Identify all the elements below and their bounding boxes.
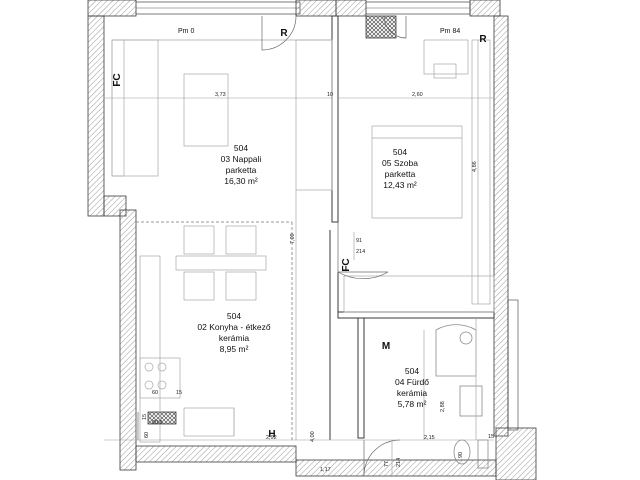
room-nappali-floor: parketta (226, 165, 257, 175)
markers: Pm 0 Pm 84 R R FC FC M H (112, 28, 487, 440)
dim-77: 77 (384, 461, 390, 467)
room-szoba-floor: parketta (385, 169, 416, 179)
room-furdo-floor: kerámia (397, 388, 428, 398)
dim-15b: 15 (142, 414, 148, 420)
room-szoba: 504 05 Szoba parketta 12,43 m² (382, 147, 418, 190)
washbasin (459, 385, 483, 417)
room-furdo: 504 04 Fürdő kerámia 5,78 m² (395, 366, 429, 409)
room-nappali-area: 16,30 m² (224, 176, 258, 186)
marker-fc-hall: FC (341, 258, 352, 271)
dim-10: 10 (327, 92, 333, 98)
dim-91: 91 (356, 238, 362, 244)
dim-15c: 15 (488, 434, 494, 440)
room-konyha: 504 02 Konyha - étkező kerámia 8,95 m² (197, 311, 271, 354)
marker-fc-living: FC (112, 73, 123, 86)
marker-r-right: R (479, 34, 487, 45)
room-furdo-number: 504 (405, 366, 419, 376)
dim-90: 90 (458, 452, 464, 458)
shower (435, 324, 477, 377)
tv-unit (295, 39, 333, 191)
dim-260: 2,60 (412, 92, 423, 98)
dimension-labels: 3,73 10 2,60 4,86 7,09 91 214 60 15 15 Ø… (142, 92, 494, 473)
doors (137, 15, 407, 477)
marker-h: H (268, 429, 275, 440)
room-furdo-area: 5,78 m² (398, 399, 427, 409)
dim-15a: 15 (176, 390, 182, 396)
marker-r-left: R (280, 28, 288, 39)
columns (147, 15, 397, 425)
dim-215: 2,15 (424, 435, 435, 441)
window-top-right (365, 1, 471, 15)
door-top-left (261, 15, 297, 51)
dim-709: 7,09 (290, 233, 296, 244)
room-nappali-number: 504 (234, 143, 248, 153)
dim-214a: 214 (356, 249, 365, 255)
coffee-table (183, 73, 229, 147)
shower-drain (459, 331, 473, 345)
marker-pm84: Pm 84 (440, 28, 460, 35)
door-top-right (383, 15, 407, 39)
dim-288: 2,88 (440, 401, 446, 412)
marker-pm0: Pm 0 (178, 28, 194, 35)
dim-373: 3,73 (215, 92, 226, 98)
dim-292: 2,92 (266, 435, 277, 441)
room-konyha-area: 8,95 m² (220, 344, 249, 354)
room-konyha-floor: kerámia (219, 333, 250, 343)
sink (183, 407, 235, 437)
living-furniture (111, 39, 333, 191)
dimension-lines (104, 40, 494, 476)
dim-400: 4,00 (310, 431, 316, 442)
room-szoba-area: 12,43 m² (383, 180, 417, 190)
dim-60a: 60 (152, 390, 158, 396)
bathroom-fixtures (435, 318, 489, 469)
dim-16: Ø16 (152, 420, 162, 426)
room-szoba-number: 504 (393, 147, 407, 157)
exterior-walls (87, 0, 537, 480)
sofa (111, 39, 159, 177)
room-nappali-name: 03 Nappali (221, 154, 262, 164)
counter (139, 255, 161, 443)
dim-486: 4,86 (472, 161, 478, 172)
room-furdo-name: 04 Fürdő (395, 377, 429, 387)
bed (371, 125, 463, 219)
room-nappali: 504 03 Nappali parketta 16,30 m² (221, 143, 262, 186)
room-konyha-number: 504 (227, 311, 241, 321)
dim-60b: 60 (144, 432, 150, 438)
door-bath (363, 439, 401, 477)
bedroom-furniture (343, 39, 495, 313)
dim-117: 1,17 (320, 467, 331, 473)
dining-table (175, 255, 267, 271)
desk (423, 39, 469, 75)
room-konyha-name: 02 Konyha - étkező (197, 322, 271, 332)
stove (139, 357, 181, 399)
marker-m: M (382, 341, 390, 352)
window-top-left (135, 1, 301, 15)
wardrobe (471, 39, 491, 305)
interior-walls (136, 15, 495, 440)
kitchen-furniture (139, 225, 267, 443)
room-szoba-name: 05 Szoba (382, 158, 418, 168)
dim-214b: 214 (396, 458, 402, 467)
